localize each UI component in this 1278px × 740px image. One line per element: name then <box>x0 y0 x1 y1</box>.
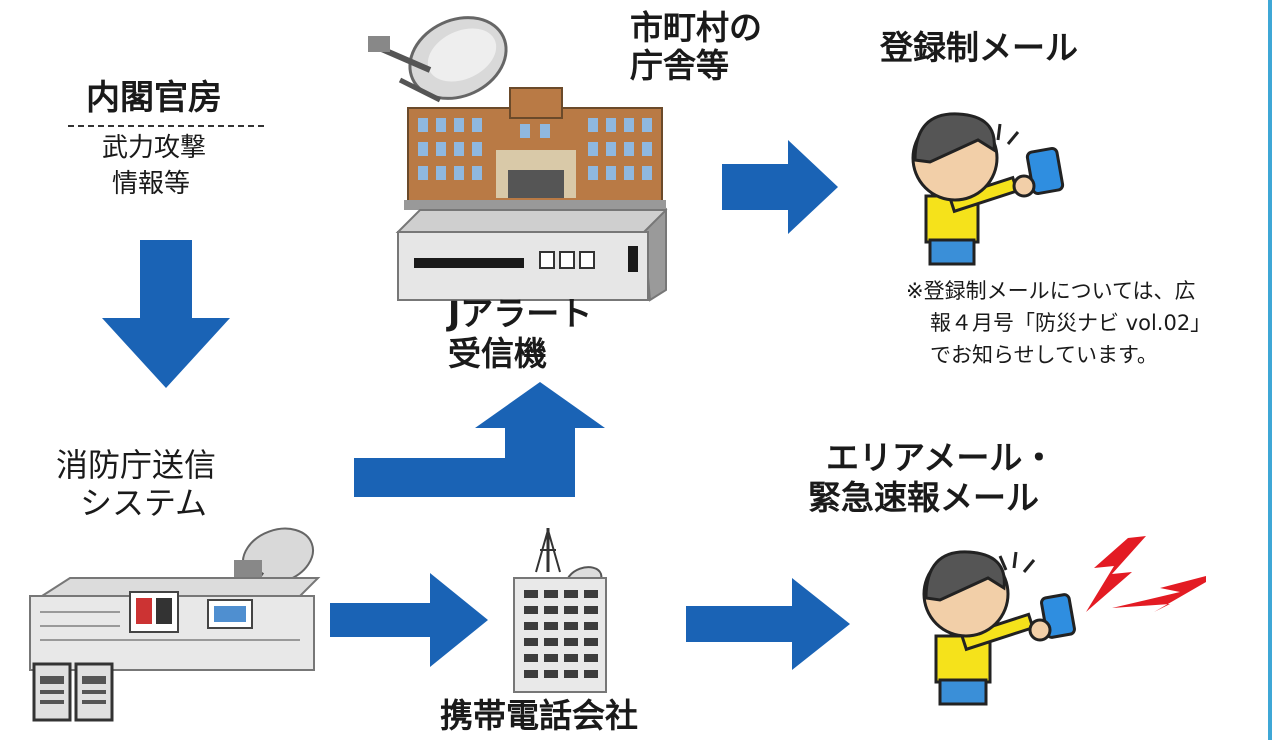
registered-mail-label: 登録制メール <box>880 28 1078 67</box>
cabinet-office-label: 内閣官房 <box>86 78 222 118</box>
arrow-down <box>102 240 230 388</box>
municipal-building-icon <box>404 87 666 210</box>
carrier-label: 携帯電話会社 <box>440 696 638 735</box>
note-line2: 報４月号「防災ナビ vol.02」 <box>930 311 1212 335</box>
arrow-right-to-registered-mail <box>722 140 838 234</box>
satellite-dish-icon <box>368 16 508 103</box>
municipal-label-line2: 庁舎等 <box>630 46 729 85</box>
municipal-label-line1: 市町村の <box>630 8 762 47</box>
person-with-phone-alert-icon <box>922 550 1076 706</box>
arrow-up-right <box>354 382 605 497</box>
person-with-phone-icon <box>911 112 1065 266</box>
jalert-receiver-icon <box>395 207 668 302</box>
attack-info-label-line1: 武力攻撃 <box>102 133 207 163</box>
server-tower-icon <box>32 662 114 722</box>
jalert-label-line1: Jアラート <box>448 294 593 333</box>
arrow-right-to-carrier <box>330 573 488 667</box>
lightning-alert-icon <box>1086 536 1206 612</box>
carrier-building-icon <box>513 528 607 693</box>
fdma-system-label-line1: 消防庁送信 <box>56 446 217 484</box>
area-mail-label-line1: エリアメール・ <box>826 438 1056 477</box>
fdma-system-label-line2: システム <box>80 484 208 522</box>
arrow-right-to-area-mail <box>686 578 850 670</box>
note-line1: ※登録制メールについては、広 <box>906 279 1196 303</box>
attack-info-label-line2: 情報等 <box>112 169 191 199</box>
area-mail-label-line2: 緊急速報メール <box>808 478 1039 517</box>
jalert-label-line2: 受信機 <box>448 334 547 373</box>
note-line3: でお知らせしています。 <box>930 343 1158 367</box>
control-console-icon <box>29 527 321 671</box>
frame-right-border <box>1268 0 1272 740</box>
